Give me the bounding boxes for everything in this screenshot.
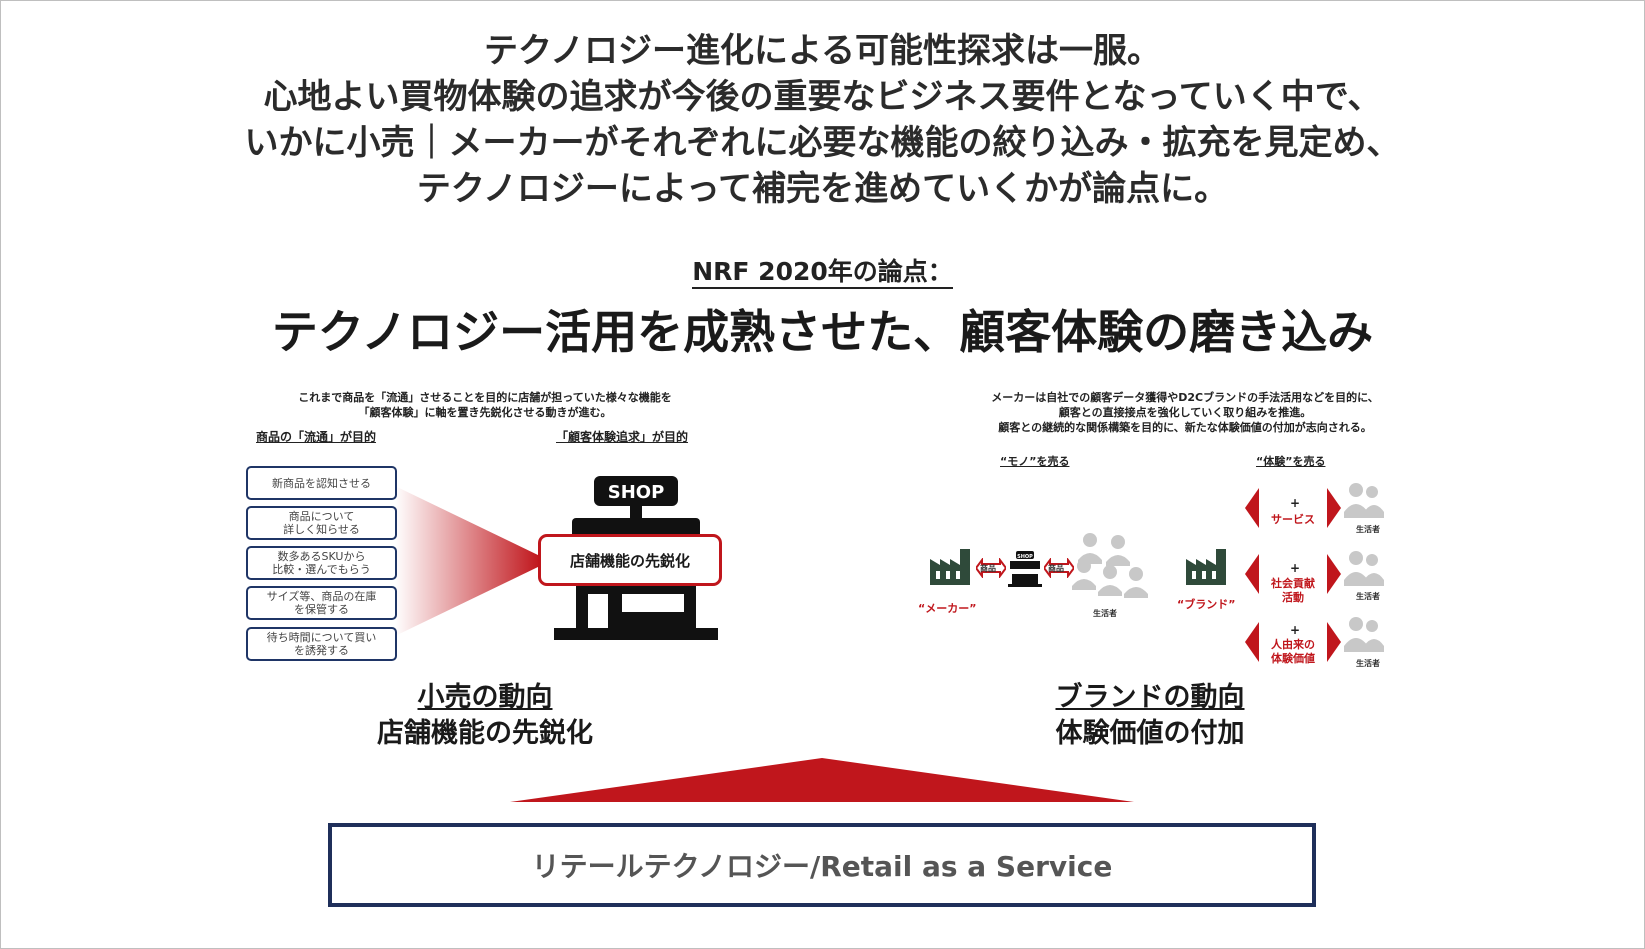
consumer-icon xyxy=(1344,551,1384,586)
product-arrow-icon xyxy=(976,558,1006,578)
consumer-group-icon xyxy=(1072,533,1148,598)
right-description: メーカーは自社での顧客データ獲得やD2Cブランドの手法活用などを目的に、 顧客と… xyxy=(991,391,1379,434)
nrf-label: NRF 2020年の論点： xyxy=(0,252,1645,289)
brand-trend-sub: 体験価値の付加 xyxy=(1055,718,1245,749)
brand-trend-title: ブランドの動向 xyxy=(1055,682,1245,713)
human-experience-label: 人由来の 体験価値 xyxy=(1271,638,1315,665)
roof-triangle xyxy=(510,758,1134,802)
plus-sign: + xyxy=(1290,496,1301,510)
function-box: 商品について 詳しく知らせる xyxy=(246,506,397,540)
mini-shop-icon: SHOP xyxy=(1008,551,1042,587)
two-way-arrow-icon xyxy=(1245,488,1341,528)
brand-trend: ブランドの動向 体験価値の付加 xyxy=(1000,680,1300,752)
mini-shop-sign: SHOP xyxy=(1017,554,1033,560)
intro-line-2: 心地よい買物体験の追求が今後の重要なビジネス要件となっていく中で、 xyxy=(263,77,1382,117)
consumer-label: 生活者 xyxy=(1093,609,1117,618)
intro-line-1: テクノロジー進化による可能性探求は一服。 xyxy=(484,31,1161,71)
shop-icon: SHOP xyxy=(554,476,718,640)
service-label: サービス xyxy=(1271,513,1315,526)
left-description: これまで商品を「流通」させることを目的に店舗が担っていた様々な機能を 「顧客体験… xyxy=(298,391,672,419)
two-way-arrow-icon xyxy=(1245,622,1341,662)
brand-label: “ブランド” xyxy=(1177,598,1236,611)
plus-sign: + xyxy=(1290,623,1301,637)
retail-trend-title: 小売の動向 xyxy=(417,682,553,713)
retail-trend: 小売の動向 店舗機能の先鋭化 xyxy=(320,680,650,752)
left-col-distribution: 商品の「流通」が目的 xyxy=(256,430,377,444)
product-label: 商品 xyxy=(980,564,996,573)
shop-sign-text: SHOP xyxy=(608,482,665,503)
headline: テクノロジー活用を成熟させた、顧客体験の磨き込み xyxy=(271,305,1374,359)
social-contribution-label: 社会貢献 活動 xyxy=(1271,577,1315,604)
function-box: 待ち時間について買い を誘発する xyxy=(246,627,397,661)
retail-tech-base: リテールテクノロジー/Retail as a Service xyxy=(328,823,1316,907)
retail-trend-sub: 店舗機能の先鋭化 xyxy=(377,718,593,749)
two-way-arrow-icon xyxy=(1245,554,1341,594)
sharpen-box: 店舗機能の先鋭化 xyxy=(538,534,722,586)
intro-text: テクノロジー進化による可能性探求は一服。 心地よい買物体験の追求が今後の重要なビ… xyxy=(0,28,1645,212)
focus-beam xyxy=(395,486,540,636)
right-col-goods: “モノ”を売る xyxy=(1000,455,1070,468)
right-col-experience: “体験”を売る xyxy=(1256,455,1326,468)
consumer-label: 生活者 xyxy=(1356,659,1380,668)
intro-line-3: いかに小売｜メーカーがそれぞれに必要な機能の絞り込み・拡充を見定め、 xyxy=(244,123,1401,163)
product-arrow-icon xyxy=(1044,558,1074,578)
consumer-icon xyxy=(1344,483,1384,518)
consumer-label: 生活者 xyxy=(1356,525,1380,534)
consumer-label: 生活者 xyxy=(1356,592,1380,601)
product-label: 商品 xyxy=(1048,564,1064,573)
brand-factory-icon xyxy=(1186,549,1226,585)
factory-icon xyxy=(930,549,970,585)
intro-line-4: テクノロジーによって補完を進めていくかが論点に。 xyxy=(416,169,1229,209)
function-box: サイズ等、商品の在庫 を保管する xyxy=(246,586,397,620)
consumer-icon xyxy=(1344,617,1384,652)
function-box: 新商品を認知させる xyxy=(246,466,397,500)
function-box: 数多あるSKUから 比較・選んでもらう xyxy=(246,546,397,580)
maker-label: “メーカー” xyxy=(918,602,977,615)
left-col-experience: 「顧客体験追求」が目的 xyxy=(556,430,689,444)
plus-sign: + xyxy=(1290,561,1301,575)
